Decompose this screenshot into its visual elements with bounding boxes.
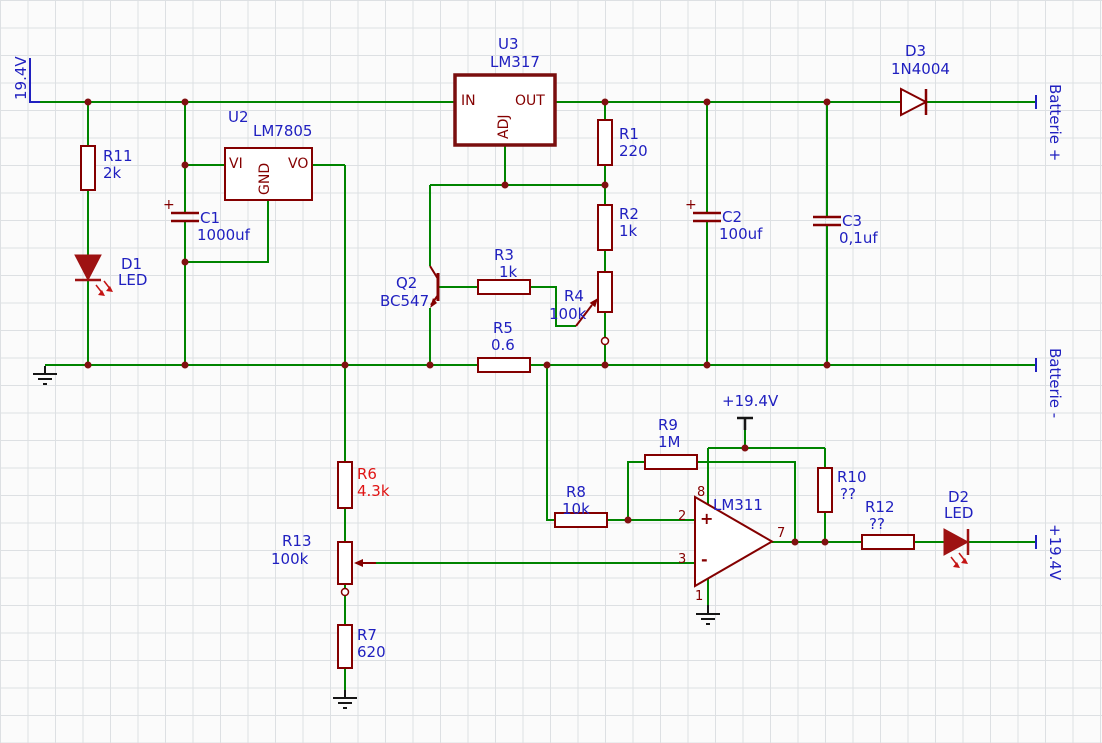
u3-pin-adj: ADJ: [496, 114, 512, 140]
resistor-r10-body[interactable]: [817, 467, 833, 513]
r3-reference: R3: [494, 246, 514, 264]
u2-pin-vo: VO: [288, 156, 309, 172]
c2-value: 100uf: [719, 225, 763, 243]
resistor-r7-body[interactable]: [337, 624, 353, 669]
resistor-r1-body[interactable]: [597, 119, 613, 166]
ic-u2-lm7805-body[interactable]: [224, 147, 313, 201]
ground-symbol-comparator: [696, 605, 720, 625]
comparator-pin-1: 1: [695, 589, 704, 604]
q2-value: BC547: [380, 292, 430, 310]
c1-reference: C1: [200, 209, 221, 227]
r13-value: 100k: [271, 550, 309, 568]
r6-reference: R6: [357, 465, 377, 483]
r5-reference: R5: [493, 319, 513, 337]
comparator-minus-sign: -: [701, 550, 708, 569]
power-flag-comparator: [737, 416, 753, 430]
c3-value: 0,1uf: [839, 229, 878, 247]
r5-value: 0.6: [491, 336, 515, 354]
junction-dots: [84, 98, 831, 546]
net-label-comparator-rail: +19.4V: [722, 392, 779, 410]
r10-reference: R10: [837, 468, 867, 486]
u3-pin-in: IN: [461, 93, 476, 109]
resistor-r11-body[interactable]: [80, 145, 96, 191]
resistor-r8-body[interactable]: [554, 512, 608, 528]
d1-reference: D1: [121, 255, 143, 273]
c1-polarity-plus: +: [163, 197, 175, 213]
r2-reference: R2: [619, 205, 639, 223]
ground-symbol-r7: [333, 690, 357, 709]
resistor-r12-body[interactable]: [861, 534, 915, 550]
net-label-battery-minus: Batterie -: [1046, 348, 1064, 419]
resistor-r3-body[interactable]: [477, 279, 531, 295]
comparator-pin-2: 2: [678, 509, 687, 524]
ground-symbol-left: [33, 366, 57, 385]
d1-value: LED: [118, 271, 148, 289]
u3-value: LM317: [490, 53, 540, 71]
r11-reference: R11: [103, 147, 133, 165]
r12-reference: R12: [865, 498, 895, 516]
capacitor-c2-body[interactable]: [693, 211, 721, 223]
r13-reference: R13: [282, 532, 312, 550]
resistor-r2-body[interactable]: [597, 204, 613, 251]
r7-value: 620: [357, 643, 386, 661]
r9-value: 1M: [658, 433, 681, 451]
r4-value: 100k: [549, 305, 587, 323]
r2-value: 1k: [619, 222, 638, 240]
u3-reference: U3: [498, 35, 519, 53]
u3-pin-out: OUT: [515, 93, 545, 109]
comparator-pin-8: 8: [697, 485, 706, 500]
net-label-battery-plus: Batterie +: [1046, 84, 1064, 162]
d2-reference: D2: [948, 488, 970, 506]
u2-reference: U2: [228, 108, 249, 126]
comparator-lm311-body[interactable]: [694, 495, 774, 588]
capacitor-c3-body[interactable]: [813, 215, 841, 227]
resistor-r9-body[interactable]: [644, 454, 698, 470]
diode-d3-body[interactable]: [900, 87, 929, 117]
r12-value: ??: [869, 515, 885, 533]
power-label-anchors: [29, 58, 1037, 549]
capacitor-c1-body[interactable]: [171, 211, 199, 223]
q2-reference: Q2: [396, 274, 418, 292]
r7-reference: R7: [357, 626, 377, 644]
led-d2-body[interactable]: [943, 528, 970, 568]
comparator-value: LM311: [713, 496, 763, 514]
potentiometer-r13-body[interactable]: [337, 541, 376, 597]
r6-value: 4.3k: [357, 482, 390, 500]
u2-pin-vi: VI: [229, 156, 243, 172]
r4-reference: R4: [564, 287, 584, 305]
resistor-r6-body[interactable]: [337, 461, 353, 509]
r10-value: ??: [840, 485, 856, 503]
c1-value: 1000uf: [197, 226, 250, 244]
comparator-plus-sign: +: [700, 509, 714, 528]
r3-value: 1k: [499, 263, 518, 281]
u2-pin-gnd: GND: [257, 162, 273, 195]
r11-value: 2k: [103, 164, 122, 182]
potentiometer-r4-body[interactable]: [575, 271, 613, 346]
transistor-q2-body[interactable]: [429, 265, 440, 308]
net-label-input-rail: 19.4V: [12, 56, 30, 100]
comparator-pin-3: 3: [678, 552, 687, 567]
net-label-led-rail: +19.4V: [1046, 524, 1064, 581]
d3-value: 1N4004: [891, 60, 950, 78]
circuit-wires: [40, 101, 1036, 690]
d2-value: LED: [944, 504, 974, 522]
r8-value: 10k: [562, 500, 590, 518]
r9-reference: R9: [658, 416, 678, 434]
led-d1-body[interactable]: [74, 254, 113, 296]
ic-u3-lm317-body[interactable]: [453, 73, 557, 147]
comparator-pin-7: 7: [777, 526, 786, 541]
c2-reference: C2: [722, 208, 743, 226]
c3-reference: C3: [842, 212, 863, 230]
r8-reference: R8: [566, 483, 586, 501]
u2-value: LM7805: [253, 122, 313, 140]
r1-value: 220: [619, 142, 648, 160]
d3-reference: D3: [905, 42, 927, 60]
c2-polarity-plus: +: [685, 197, 697, 213]
resistor-r5-body[interactable]: [477, 357, 531, 373]
r1-reference: R1: [619, 125, 639, 143]
